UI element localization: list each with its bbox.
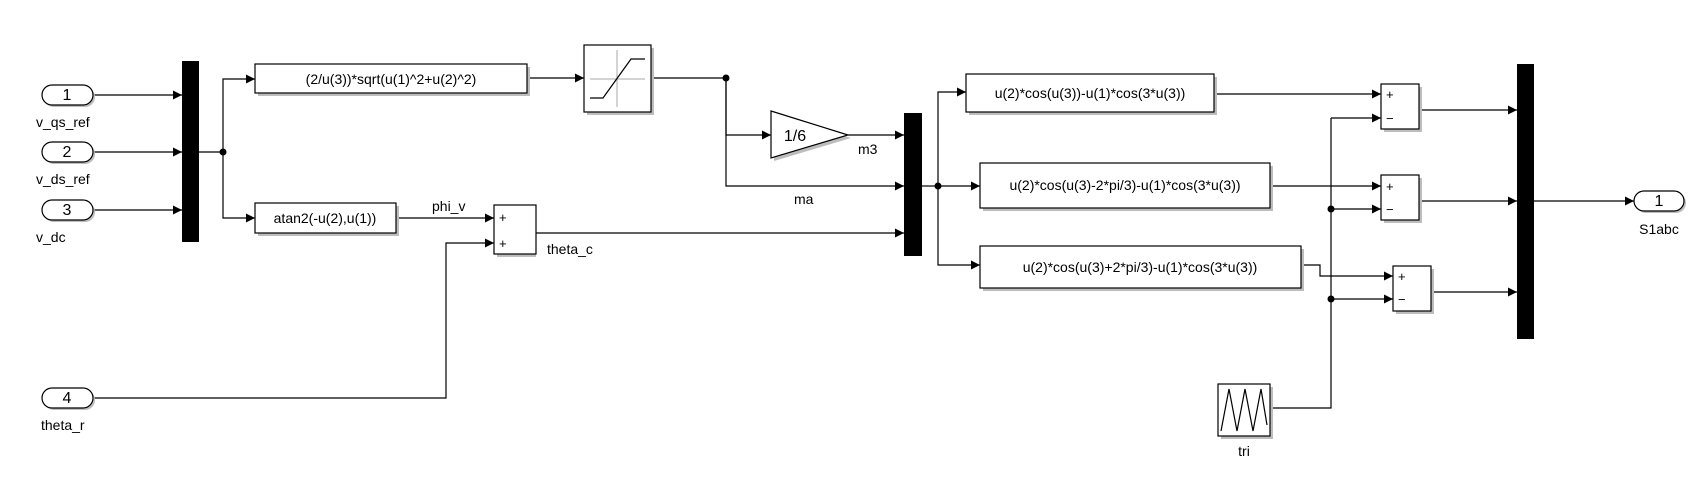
inport-3[interactable]: 3 [41,199,95,222]
branch-point-sat [722,74,730,82]
saturation-block[interactable] [583,44,654,115]
sum-c-sign-2: − [1398,292,1406,307]
sum-a-sign-2: − [1386,111,1394,126]
sum-block-a[interactable]: + − [1380,83,1422,132]
sum-block-b[interactable]: + − [1380,174,1422,223]
inport-3-number: 3 [63,202,72,219]
line-tri-out [1270,118,1332,409]
signal-label-ma: ma [794,191,814,207]
line-fcn-c-sum [1301,264,1393,281]
mux-bar-2[interactable] [904,113,922,256]
inport-4-label: theta_r [41,417,85,433]
fcn-phase-a-expr: u(2)*cos(u(3))-u(1)*cos(3*u(3)) [995,85,1186,101]
sum-b-sign-1: + [1386,179,1394,194]
fcn-phase-c-expr: u(2)*cos(u(3)+2*pi/3)-u(1)*cos(3*u(3)) [1023,259,1258,275]
inport-2-number: 2 [63,144,72,161]
saturation-curve [590,58,645,99]
triangle-wave-icon [1220,388,1268,432]
inport-3-label: v_dc [36,229,66,245]
sum-a-sign-1: + [1386,87,1394,102]
line-branch-down [222,152,255,223]
sum-c-sign-1: + [1398,269,1406,284]
fcn-block-angle[interactable]: atan2(-u(2),u(1)) [254,202,399,236]
sum-b-sign-2: − [1386,202,1394,217]
mux-bar-1[interactable] [182,61,199,242]
line-to-fcn-a [937,87,966,186]
inport-1[interactable]: 1 [41,84,95,107]
inport-1-label: v_qs_ref [36,114,90,130]
sum-theta-sign-1: + [499,210,507,225]
inport-4[interactable]: 4 [41,387,95,410]
branch-point-tri-b [1327,205,1335,213]
branch-points [219,74,1335,303]
sum-theta-sign-2: + [499,236,507,251]
triangle-source-label: tri [1238,443,1250,459]
line-to-gain [725,78,771,140]
gain-block[interactable]: 1/6 [770,110,851,161]
mux-bar-3[interactable] [1517,64,1534,339]
fcn-block-phase-b[interactable]: u(2)*cos(u(3)-2*pi/3)-u(1)*cos(3*u(3)) [979,162,1273,211]
sum-block-theta[interactable]: + + [493,204,537,257]
signal-label-theta-c: theta_c [547,241,593,257]
signal-label-phi-v: phi_v [432,198,465,214]
signal-lines [93,73,1634,409]
branch-point-mux1 [219,148,227,156]
outport-1-label: S1abc [1639,221,1679,237]
line-to-fcn-c [937,186,980,270]
inport-4-number: 4 [63,390,72,407]
inport-2-label: v_ds_ref [36,171,90,187]
triangle-source-block[interactable] [1217,383,1273,439]
fcn-angle-expr: atan2(-u(2),u(1)) [274,210,377,226]
line-ma [725,78,904,191]
fcn-phase-b-expr: u(2)*cos(u(3)-2*pi/3)-u(1)*cos(3*u(3)) [1009,177,1240,193]
fcn-block-phase-a[interactable]: u(2)*cos(u(3))-u(1)*cos(3*u(3)) [965,73,1217,115]
line-branch-up [222,74,255,152]
branch-point-tri-c [1327,295,1335,303]
fcn-block-magnitude[interactable]: (2/u(3))*sqrt(u(1)^2+u(2)^2) [254,63,530,96]
fcn-block-phase-c[interactable]: u(2)*cos(u(3)+2*pi/3)-u(1)*cos(3*u(3)) [979,245,1304,291]
line-thetar [93,238,494,399]
branch-point-mux2 [934,182,942,190]
gain-value: 1/6 [784,128,806,145]
outport-1[interactable]: 1 [1633,190,1686,213]
sum-block-c[interactable]: + − [1392,265,1434,314]
inport-1-number: 1 [63,87,72,104]
inport-2[interactable]: 2 [41,141,95,164]
fcn-magnitude-expr: (2/u(3))*sqrt(u(1)^2+u(2)^2) [306,71,477,87]
outport-1-number: 1 [1655,193,1664,210]
signal-label-m3: m3 [858,141,878,157]
